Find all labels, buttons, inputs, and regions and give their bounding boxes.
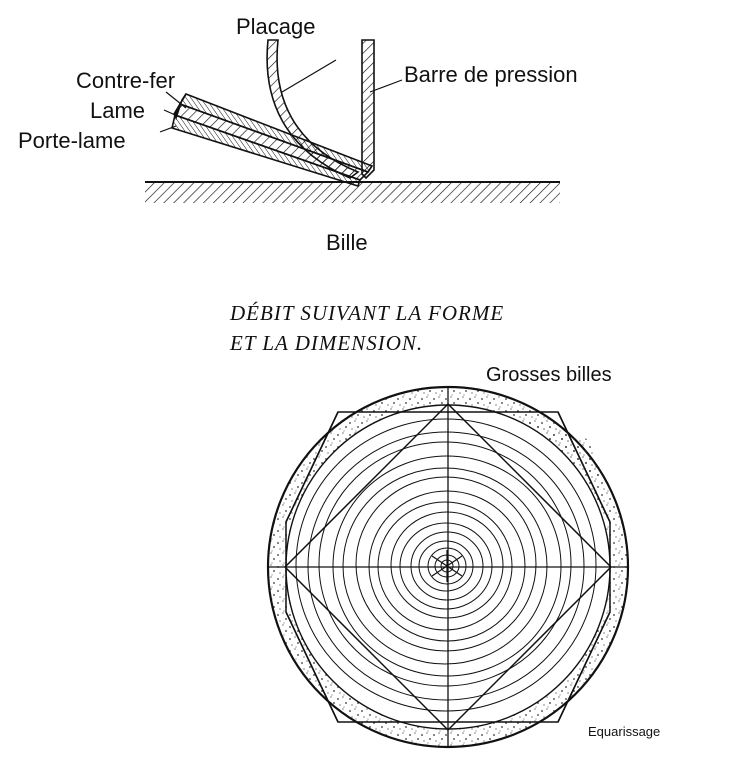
- label-barre-de-pression: Barre de pression: [404, 62, 578, 87]
- pith-center: [431, 550, 463, 582]
- label-grosses-billes: Grosses billes: [486, 364, 612, 386]
- label-placage: Placage: [236, 14, 316, 39]
- pressure-bar: [361, 39, 375, 180]
- caption-line-1: DÉBIT SUIVANT LA FORME: [230, 301, 505, 325]
- growth-rings: [295, 418, 597, 712]
- caption-line-2: ET LA DIMENSION.: [230, 331, 424, 355]
- label-porte-lame: Porte-lame: [18, 128, 126, 153]
- veneer-sheet: [266, 39, 360, 179]
- log-surface: [145, 181, 560, 203]
- label-equarissage: Equarissage: [588, 724, 661, 739]
- cut-lines: [268, 387, 628, 747]
- label-lame: Lame: [90, 98, 146, 123]
- label-contre-fer: Contre-fer: [76, 68, 176, 93]
- slab-offcuts: [300, 412, 600, 480]
- leader-lines: [159, 59, 403, 133]
- label-bille: Bille: [326, 230, 368, 255]
- log-cross-section: [266, 385, 630, 749]
